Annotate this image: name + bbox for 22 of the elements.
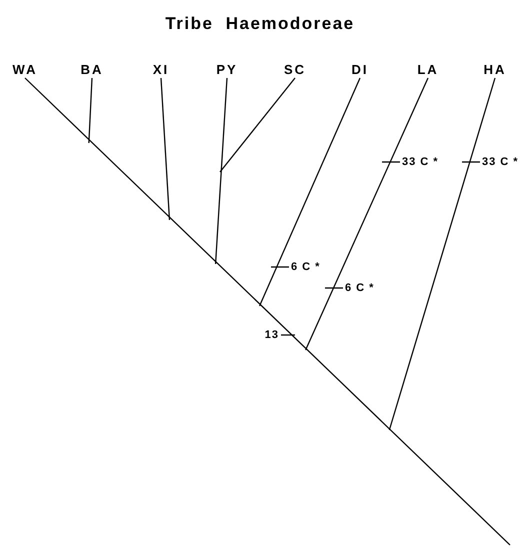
taxon-label: DI (352, 62, 368, 78)
branch-line (24, 78, 510, 546)
taxon-label: HA (484, 62, 506, 78)
branch-line (388, 78, 496, 430)
branch-line (220, 78, 296, 172)
taxon-label: SC (284, 62, 306, 78)
character-label: 33 C * (482, 156, 519, 168)
taxon-label: BA (80, 62, 104, 78)
character-label: 33 C * (402, 156, 439, 168)
branch-line (258, 78, 361, 306)
taxon-label: XI (152, 62, 170, 78)
taxon-label: LA (417, 62, 439, 78)
branch-line (88, 78, 93, 144)
branch-line (214, 78, 228, 264)
taxon-label: WA (12, 62, 38, 78)
character-label: 6 C * (291, 261, 320, 273)
character-label: 6 C * (345, 282, 374, 294)
character-label: 13 (264, 329, 279, 341)
taxon-label: PY (216, 62, 238, 78)
branch-line (305, 78, 429, 350)
title: Tribe Haemodoreae (164, 14, 356, 34)
branch-line (160, 78, 170, 220)
